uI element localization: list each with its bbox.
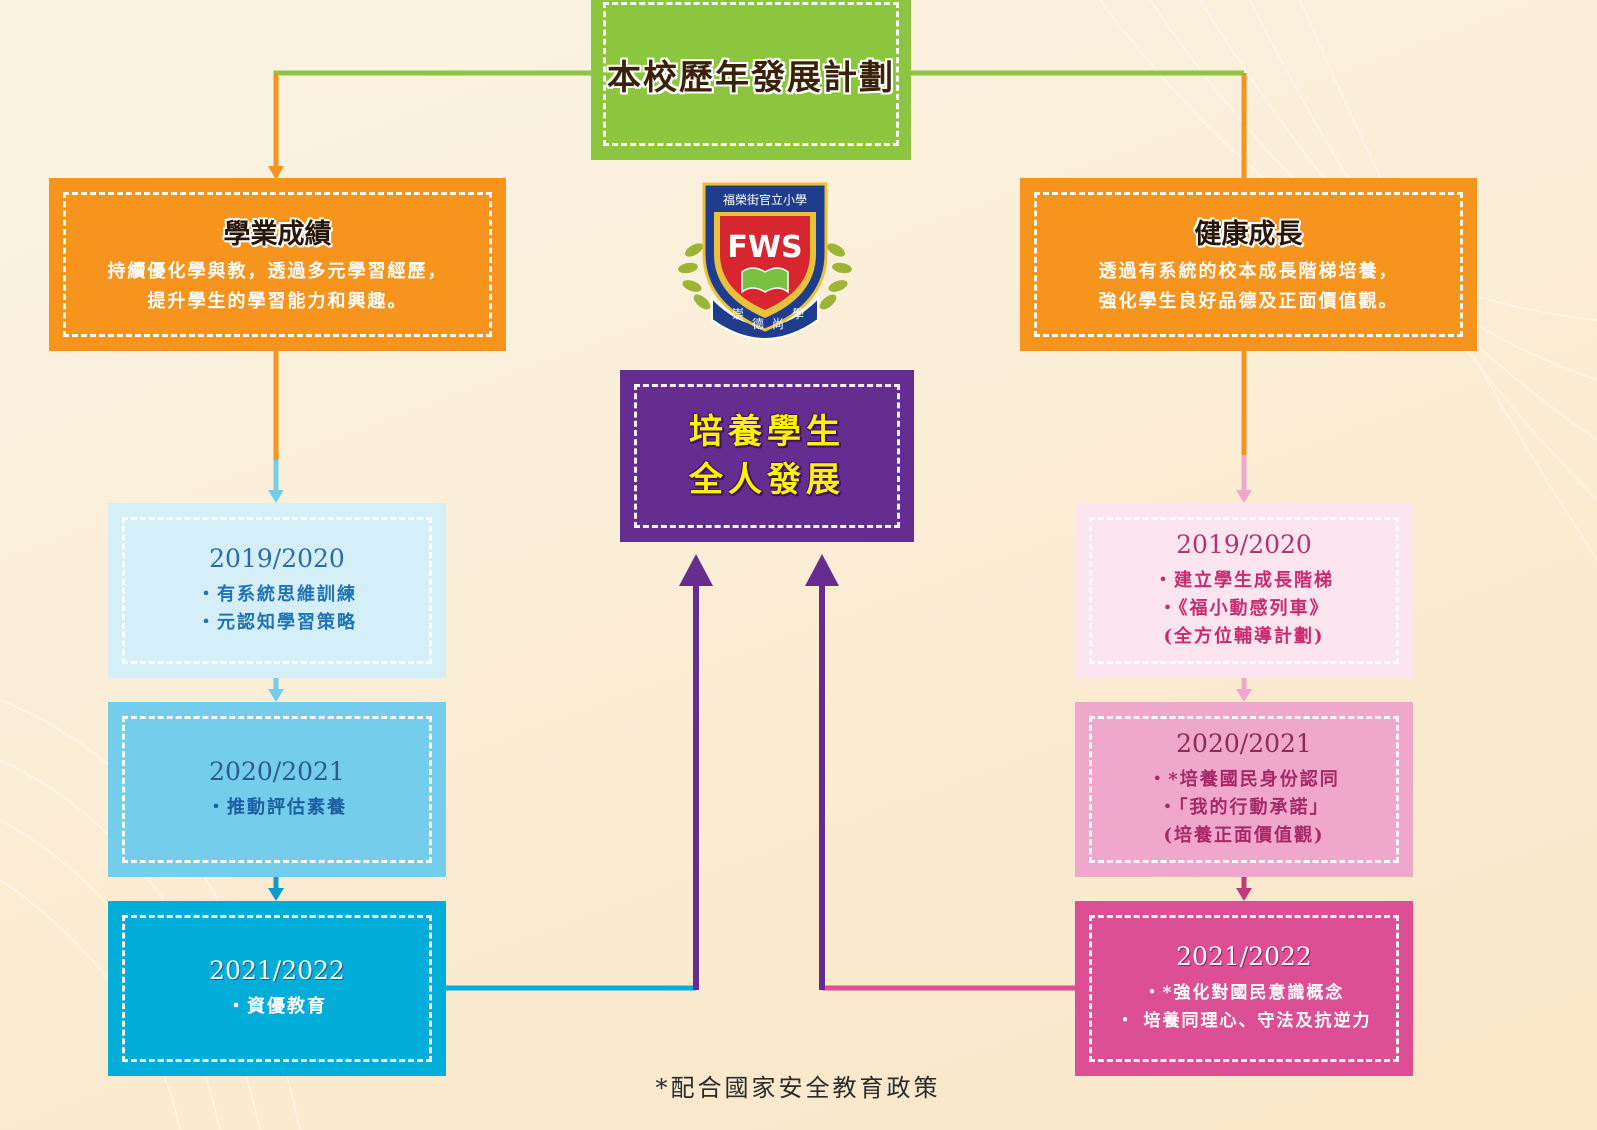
stage-item: ・ 培養同理心、守法及抗逆力 <box>1116 1011 1372 1031</box>
goal-line2: 全人發展 <box>689 460 845 500</box>
footnote: *配合國家安全教育政策 <box>655 1074 941 1102</box>
academic-category-box: 學業成績 持續優化學與教，透過多元學習經歷， 提升學生的學習能力和興趣。 <box>49 178 506 351</box>
crest-motto-2: 德 <box>752 316 764 331</box>
health-desc-line1: 透過有系統的校本成長階梯培養， <box>1098 261 1399 282</box>
health-desc-line2: 強化學生良好品德及正面價值觀。 <box>1098 291 1399 312</box>
crest-motto-4: 學 <box>792 307 804 321</box>
health-stage-2021: 2021/2022 ・*強化對國民意識概念 ・ 培養同理心、守法及抗逆力 <box>1075 901 1413 1076</box>
stage-item: ・元認知學習策略 <box>197 612 357 633</box>
arrow-to-goal-left <box>679 554 713 586</box>
arrow-to-a3 <box>268 888 284 901</box>
health-category-box: 健康成長 透過有系統的校本成長階梯培養， 強化學生良好品德及正面價值觀。 <box>1020 178 1477 351</box>
health-stage-2020: 2020/2021 ・*培養國民身份認同 ・「我的行動承諾」 (培養正面價值觀) <box>1075 702 1413 877</box>
arrow-to-h3 <box>1236 888 1252 901</box>
academic-stage-2021: 2021/2022 ・資優教育 <box>108 901 446 1076</box>
crest-school-name: 福榮街官立小學 <box>723 192 807 207</box>
stage-item: ・推動評估素養 <box>207 797 347 818</box>
stage-year: 2019/2020 <box>1176 530 1312 559</box>
title-box: 本校歷年發展計劃 <box>591 0 911 160</box>
stage-year: 2021/2022 <box>209 956 345 985</box>
arrow-to-goal-right <box>805 554 839 586</box>
stage-item: ・《福小動感列車》 <box>1158 598 1330 619</box>
stage-item: (全方位輔導計劃) <box>1163 626 1325 647</box>
stage-year: 2021/2022 <box>1176 942 1312 971</box>
arrow-to-h1 <box>1236 490 1252 503</box>
arrow-to-a2 <box>268 689 284 702</box>
stage-item: (培養正面價值觀) <box>1163 825 1325 846</box>
academic-stage-2019: 2019/2020 ・有系統思維訓練 ・元認知學習策略 <box>108 503 446 678</box>
stage-year: 2020/2021 <box>1176 729 1312 758</box>
arrow-to-h2 <box>1236 689 1252 702</box>
stage-item: ・建立學生成長階梯 <box>1154 570 1334 591</box>
academic-desc-line2: 提升學生的學習能力和興趣。 <box>147 291 408 312</box>
stage-item: ・*強化對國民意識概念 <box>1143 983 1345 1003</box>
stage-item: ・資優教育 <box>226 996 327 1017</box>
center-goal-box: 培養學生 全人發展 <box>620 370 914 542</box>
goal-line1: 培養學生 <box>689 412 845 452</box>
arrow-to-academic <box>268 166 284 180</box>
academic-stage-2020: 2020/2021 ・推動評估素養 <box>108 702 446 877</box>
health-title: 健康成長 <box>1194 219 1303 250</box>
crest-motto-1: 崇 <box>732 307 744 321</box>
academic-title: 學業成績 <box>223 219 332 250</box>
page-title: 本校歷年發展計劃 <box>607 57 895 98</box>
stage-year: 2020/2021 <box>209 757 345 786</box>
stage-item: ・有系統思維訓練 <box>197 584 357 605</box>
academic-desc-line1: 持續優化學與教，透過多元學習經歷， <box>107 261 448 282</box>
crest-initials: FWS <box>727 230 802 265</box>
stage-item: ・「我的行動承諾」 <box>1158 797 1330 818</box>
health-stage-2019: 2019/2020 ・建立學生成長階梯 ・《福小動感列車》 (全方位輔導計劃) <box>1075 503 1413 678</box>
school-crest-icon: 福榮街官立小學 FWS 崇 德 尚 學 <box>678 182 852 340</box>
connector-title-left <box>273 70 591 168</box>
crest-motto-3: 尚 <box>772 317 784 331</box>
arrow-to-a1 <box>268 490 284 503</box>
stage-year: 2019/2020 <box>209 544 345 573</box>
stage-item: ・*培養國民身份認同 <box>1148 769 1340 790</box>
